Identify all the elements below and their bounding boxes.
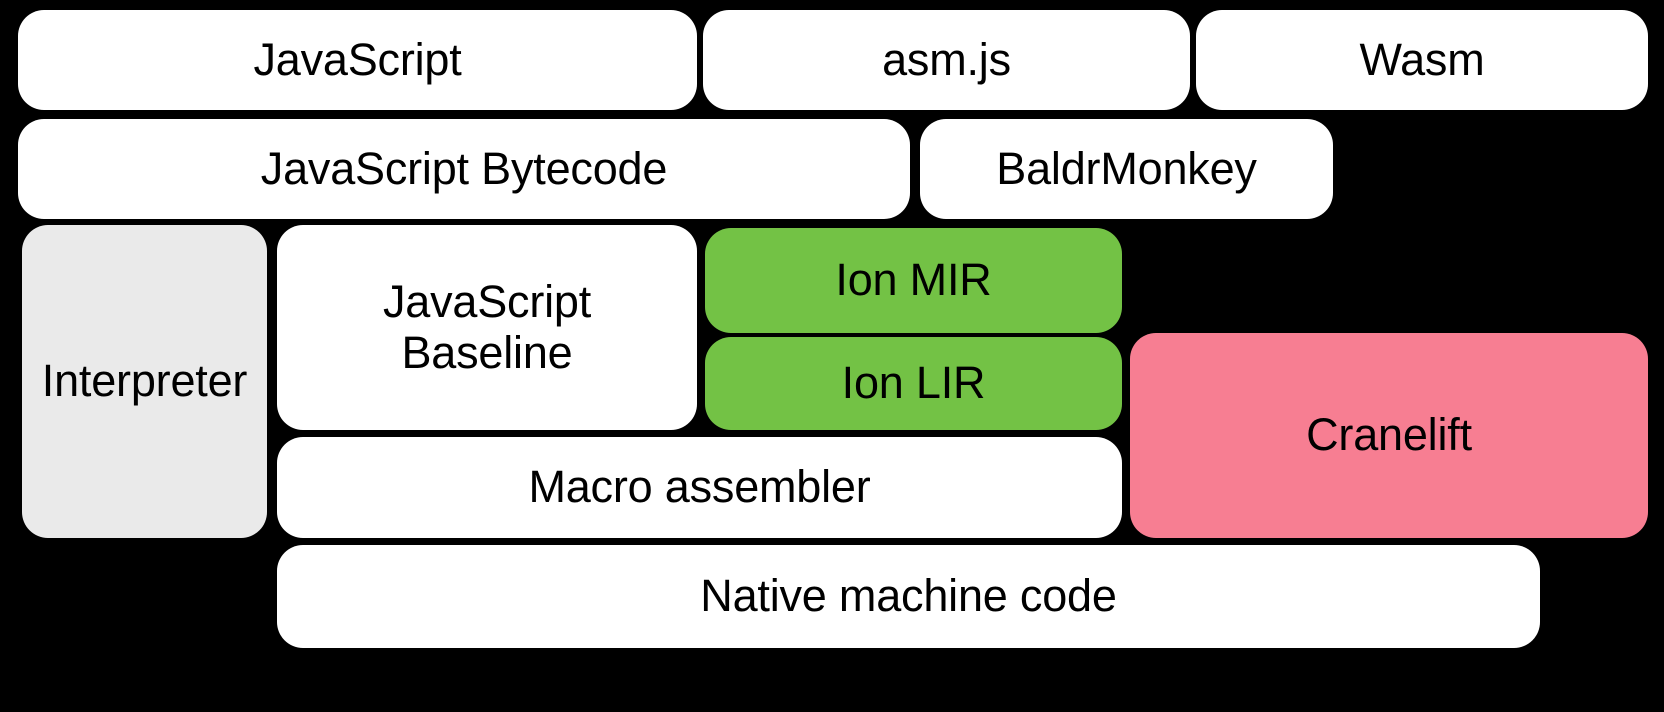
node-wasm: Wasm bbox=[1196, 10, 1648, 110]
node-label-javascript-bytecode: JavaScript Bytecode bbox=[260, 142, 668, 194]
node-native-machine-code: Native machine code bbox=[277, 545, 1540, 648]
node-macro-assembler: Macro assembler bbox=[277, 437, 1122, 538]
node-interpreter: Interpreter bbox=[22, 225, 267, 538]
node-baldrmonkey: BaldrMonkey bbox=[920, 119, 1333, 219]
node-javascript-bytecode: JavaScript Bytecode bbox=[18, 119, 910, 219]
node-label-javascript-baseline: JavaScript Baseline bbox=[382, 276, 592, 378]
node-label-javascript: JavaScript bbox=[253, 33, 462, 85]
node-label-macro-assembler: Macro assembler bbox=[528, 461, 871, 513]
node-ion-lir: Ion LIR bbox=[705, 337, 1122, 430]
node-ion-mir: Ion MIR bbox=[705, 228, 1122, 333]
node-label-asm-js: asm.js bbox=[882, 33, 1011, 85]
node-javascript-baseline: JavaScript Baseline bbox=[277, 225, 697, 430]
node-label-cranelift: Cranelift bbox=[1306, 409, 1472, 461]
node-label-ion-mir: Ion MIR bbox=[835, 254, 992, 306]
node-javascript: JavaScript bbox=[18, 10, 697, 110]
node-label-baldrmonkey: BaldrMonkey bbox=[996, 142, 1257, 194]
node-label-ion-lir: Ion LIR bbox=[841, 357, 986, 409]
node-label-native-machine-code: Native machine code bbox=[700, 570, 1117, 622]
node-label-wasm: Wasm bbox=[1359, 33, 1485, 85]
node-cranelift: Cranelift bbox=[1130, 333, 1648, 538]
node-asm-js: asm.js bbox=[703, 10, 1190, 110]
node-label-interpreter: Interpreter bbox=[41, 355, 248, 407]
